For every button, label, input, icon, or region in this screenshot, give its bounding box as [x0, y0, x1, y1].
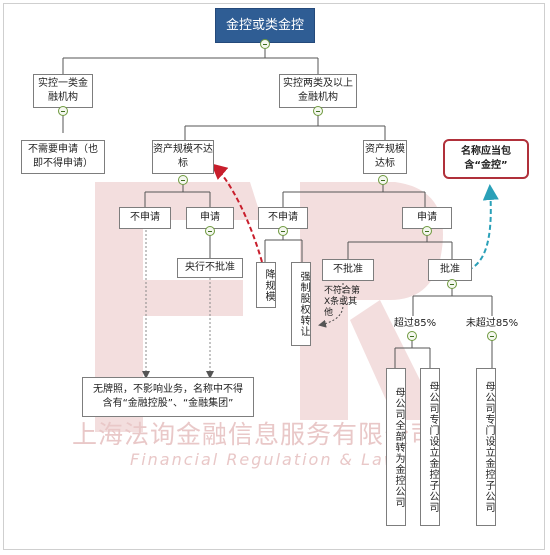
meets-threshold-node: 资产规模达标: [363, 140, 407, 174]
collapse-toggle-icon[interactable]: [313, 106, 323, 116]
name-requirement-callout: 名称应当包含“金控”: [443, 139, 529, 179]
downsize-feedback-arrow: [210, 163, 263, 263]
collapse-toggle-icon[interactable]: [278, 226, 288, 236]
approved-node: 批准: [428, 259, 472, 281]
collapse-toggle-icon[interactable]: [205, 226, 215, 236]
collapse-toggle-icon[interactable]: [178, 175, 188, 185]
result-no-license-node: 无牌照，不影响业务，名称中不得含有“金融控股”、“金融集团”: [82, 377, 254, 417]
case-note-label: 不符合第X条或其他: [324, 286, 361, 318]
collapse-toggle-icon[interactable]: [378, 175, 388, 185]
collapse-toggle-icon[interactable]: [422, 226, 432, 236]
approved-callout-arrow: [467, 184, 499, 271]
parent-special-subsidiary-node: 母公司专门设立金控子公司: [420, 368, 440, 526]
dotted-connectors: [142, 230, 214, 379]
multi-institution-node: 实控两类及以上金融机构: [279, 74, 357, 108]
watermark-org-en: Financial Regulation & Law: [130, 450, 399, 469]
no-apply-left-node: 不申请: [119, 207, 171, 229]
parent-special-subsidiary-node-2: 母公司专门设立金控子公司: [476, 368, 496, 526]
diagram-frame: [3, 3, 545, 550]
collapse-toggle-icon[interactable]: [58, 106, 68, 116]
over-85-label: 超过85%: [393, 318, 437, 329]
not-over-85-label: 未超过85%: [465, 318, 519, 329]
below-threshold-node: 资产规模不达标: [152, 140, 214, 174]
no-need-node: 不需要申请（也即不得申请）: [21, 140, 105, 174]
collapse-toggle-icon[interactable]: [487, 331, 497, 341]
collapse-toggle-icon[interactable]: [407, 331, 417, 341]
pboc-reject-node: 央行不批准: [177, 258, 243, 278]
watermark-org-cn: 上海法询金融信息服务有限公司: [72, 420, 437, 449]
root-node: 金控或类金控: [215, 8, 315, 43]
parent-full-conversion-node: 母公司全部转为金控公司: [386, 368, 406, 526]
not-approved-node: 不批准: [322, 259, 374, 281]
single-institution-node: 实控一类金融机构: [33, 74, 93, 108]
collapse-toggle-icon[interactable]: [447, 279, 457, 289]
forced-transfer-node: 强制股权转让: [291, 262, 311, 346]
downsize-node: 降规模: [256, 262, 276, 308]
collapse-toggle-icon[interactable]: [260, 39, 270, 49]
